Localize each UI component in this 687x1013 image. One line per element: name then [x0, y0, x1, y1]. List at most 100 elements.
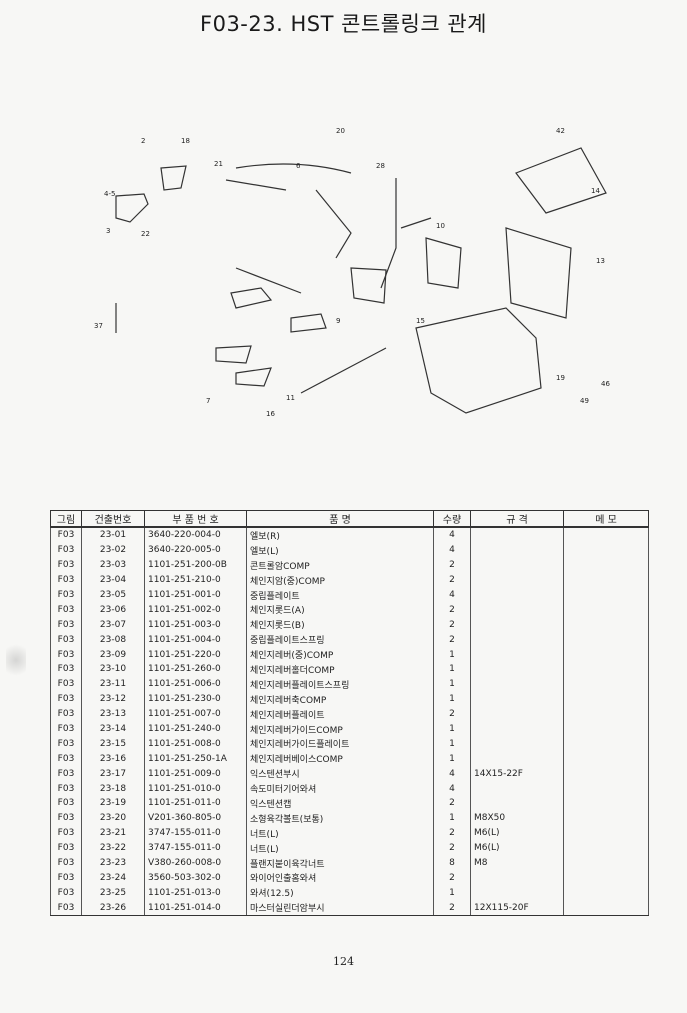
cell-part-name: 익스텐션캡	[246, 796, 434, 811]
callout-label: 14	[591, 187, 600, 195]
callout-label: 9	[336, 317, 340, 325]
cell-memo	[563, 885, 649, 901]
cell-part-number: 1101-251-004-0	[144, 632, 247, 648]
spring-part	[400, 217, 432, 229]
cell-spec	[470, 885, 564, 901]
cell-part-name: 와이어인출홈와셔	[246, 870, 434, 886]
change-lever-part	[380, 178, 397, 289]
cell-ref-number: 23-12	[81, 691, 145, 707]
cell-quantity: 2	[433, 796, 471, 811]
cell-part-number: 1101-251-010-0	[144, 781, 247, 797]
cell-part-number: 1101-251-009-0	[144, 766, 247, 782]
cell-memo	[563, 647, 649, 663]
linkage-arm-part	[315, 189, 352, 259]
cell-spec	[470, 632, 564, 648]
cell-quantity: 4	[433, 587, 471, 603]
cell-quantity: 2	[433, 557, 471, 573]
cell-ref-number: 23-04	[81, 572, 145, 588]
cell-part-name: 속도미터기어와셔	[246, 781, 434, 797]
neutral-plate-part	[215, 345, 252, 364]
cell-figure: F03	[50, 602, 82, 618]
header-part-name: 품 명	[246, 510, 434, 528]
neutral-plate-part	[290, 313, 327, 333]
cell-part-name: 체인지레버플레이트스프링	[246, 676, 434, 692]
cell-spec	[470, 781, 564, 797]
cell-ref-number: 23-08	[81, 632, 145, 648]
cover-plate-part	[515, 147, 607, 214]
cell-spec	[470, 870, 564, 886]
cell-quantity: 1	[433, 676, 471, 692]
cell-part-number: 1101-251-006-0	[144, 676, 247, 692]
cell-spec	[470, 706, 564, 722]
cell-figure: F03	[50, 527, 82, 543]
cell-ref-number: 23-01	[81, 527, 145, 543]
cell-memo	[563, 751, 649, 767]
cell-part-name: 플랜지붙이육각너트	[246, 855, 434, 871]
cell-part-name: 체인지레버축COMP	[246, 691, 434, 707]
cell-figure: F03	[50, 840, 82, 856]
callout-label: 4-5	[104, 190, 115, 198]
cell-memo	[563, 796, 649, 811]
cell-spec	[470, 751, 564, 767]
cell-quantity: 2	[433, 706, 471, 722]
callout-label: 49	[580, 397, 589, 405]
cell-part-name: 체인지레버(중)COMP	[246, 647, 434, 663]
cell-quantity: 4	[433, 527, 471, 543]
cell-part-name: 엘보(R)	[246, 527, 434, 543]
cell-quantity: 4	[433, 781, 471, 797]
cell-quantity: 2	[433, 617, 471, 633]
cell-ref-number: 23-15	[81, 736, 145, 752]
cell-part-name: 와셔(12.5)	[246, 885, 434, 901]
cell-part-number: V380-260-008-0	[144, 855, 247, 871]
cell-figure: F03	[50, 676, 82, 692]
cell-part-number: 3747-155-011-0	[144, 840, 247, 856]
callout-label: 7	[206, 397, 210, 405]
cell-part-name: 체인지롯드(B)	[246, 617, 434, 633]
cell-memo	[563, 840, 649, 856]
control-arm-part	[115, 193, 149, 223]
cell-figure: F03	[50, 542, 82, 558]
cell-quantity: 2	[433, 602, 471, 618]
callout-label: 19	[556, 374, 565, 382]
cell-part-name: 너트(L)	[246, 825, 434, 841]
cell-memo	[563, 870, 649, 886]
cell-part-number: 1101-251-014-0	[144, 900, 247, 917]
cell-quantity: 1	[433, 736, 471, 752]
cell-memo	[563, 706, 649, 722]
callout-label: 10	[436, 222, 445, 230]
cell-ref-number: 23-07	[81, 617, 145, 633]
cell-quantity: 4	[433, 766, 471, 782]
cell-quantity: 2	[433, 572, 471, 588]
cell-memo	[563, 542, 649, 558]
callout-label: 18	[181, 137, 190, 145]
cell-part-name: 소형육각볼트(보통)	[246, 810, 434, 826]
cell-memo	[563, 736, 649, 752]
cell-figure: F03	[50, 736, 82, 752]
cell-part-name: 중립플레이트스프링	[246, 632, 434, 648]
cell-ref-number: 23-20	[81, 810, 145, 826]
callout-label: 21	[214, 160, 223, 168]
callout-label: 13	[596, 257, 605, 265]
cell-figure: F03	[50, 662, 82, 677]
cell-memo	[563, 781, 649, 797]
cell-part-number: 3640-220-005-0	[144, 542, 247, 558]
cell-quantity: 1	[433, 810, 471, 826]
cell-spec	[470, 796, 564, 811]
cell-part-number: 3747-155-011-0	[144, 825, 247, 841]
cell-quantity: 2	[433, 900, 471, 917]
cell-memo	[563, 632, 649, 648]
cell-spec	[470, 736, 564, 752]
neutral-plate-part	[230, 287, 273, 309]
callout-label: 20	[336, 127, 345, 135]
